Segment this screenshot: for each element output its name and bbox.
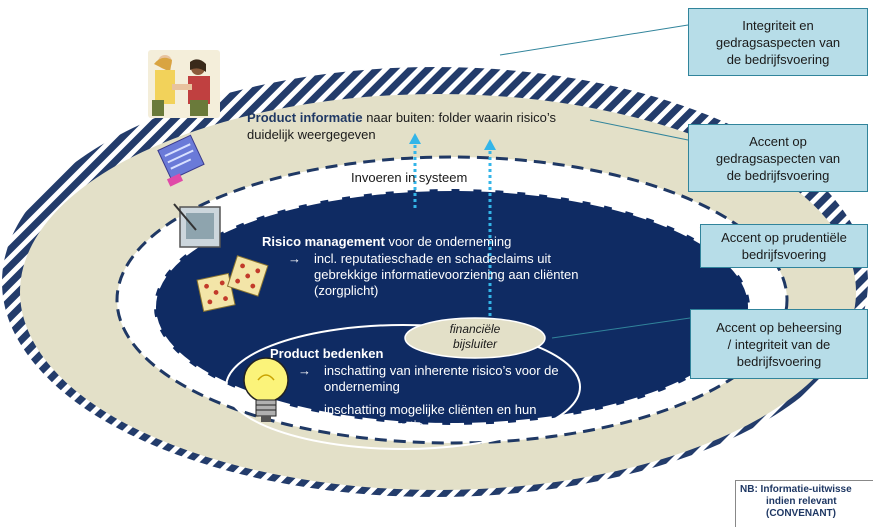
bijsluiter-line: financiële [449,322,501,336]
callout-prudential: Accent op prudentiële bedrijfsvoering [700,224,868,268]
client-acceptance-title: Cliënt acceptatie [338,50,450,66]
dice-icon [196,255,269,312]
computer-screen-icon [173,203,221,248]
leader-line-4 [551,317,691,339]
arrow-bullet: → [298,402,311,417]
callout-line: de bedrijfsvoering [726,51,830,67]
product-item-line: inschatting van inherente risico’s voor … [324,363,559,378]
risk-management-rest: voor de onderneming [384,234,512,249]
callout-behaviour: Accent op gedragsaspecten van de bedrijf… [688,124,868,192]
arrow-bullet: → [288,251,301,266]
risk-bullet-line: incl. reputatieschade en schadeclaims ui… [314,251,552,266]
product-info-line-2: duidelijk weergegeven [247,127,376,142]
product-item-line: inschatting mogelijke cliënten en hun [324,402,537,417]
callout-line: Accent op beheersing [716,319,842,335]
callout-control: Accent op beheersing / integriteit van d… [690,309,868,379]
lightbulb-icon [243,357,289,422]
leader-line-1 [499,24,689,56]
bijsluiter-line: bijsluiter [452,337,497,351]
clipboard-icon [157,134,205,187]
callout-line: bedrijfsvoering [741,247,827,262]
leader-line-2 [589,119,689,141]
callout-line: bedrijfsvoering [736,353,822,369]
handshake-people-icon [148,50,220,118]
callout-line: de bedrijfsvoering [726,167,830,183]
nb-line: (CONVENANT) [766,508,836,519]
risk-management-bold: Risico management [262,234,385,249]
product-item-line: financiële situatie [324,418,424,433]
product-info-bold: Product informatie [247,110,363,125]
callout-line: Accent op prudentiële [721,230,847,245]
callout-line: / integriteit van de [727,336,831,352]
bijsluiter-bubble [404,317,546,359]
product-info-line-1: Product informatie naar buiten: folder w… [247,110,556,126]
info-arrow-2-head [484,139,496,150]
info-arrow-1-head [409,133,421,144]
product-info-rest: naar buiten: folder waarin risico’s [362,110,556,125]
product-design-ellipse [225,324,581,450]
product-design-item: → inschatting mogelijke cliënten en hun … [298,402,536,434]
product-design-item: → inschatting van inherente risico’s voo… [298,363,559,395]
nb-line: indien relevant [766,496,837,507]
callout-line: gedragsaspecten van [715,150,841,166]
risk-bullet-line: (zorgplicht) [314,283,379,298]
risk-management-heading: Risico management voor de onderneming [262,234,511,250]
nb-line: NB: Informatie-uitwisse [740,484,852,495]
product-item-line: onderneming [324,379,400,394]
nb-note: NB: Informatie-uitwisse indien relevant … [735,480,873,527]
system-entry-label: Invoeren in systeem [351,170,468,185]
callout-line: gedragsaspecten van [715,34,841,50]
callout-line: Accent op [749,133,807,149]
product-design-title: Product bedenken [270,346,384,361]
risk-bullet-line: gebrekkige informatievoorziening aan cli… [314,267,579,282]
risk-management-ellipse [152,187,752,427]
callout-integrity: Integriteit en gedragsaspecten van de be… [688,8,868,76]
callout-line: Integriteit en [742,17,814,33]
risk-management-bullet: → incl. reputatieschade en schadeclaims … [288,251,579,299]
bijsluiter-label: financiële bijsluiter [420,322,530,352]
arrow-bullet: → [298,363,311,378]
